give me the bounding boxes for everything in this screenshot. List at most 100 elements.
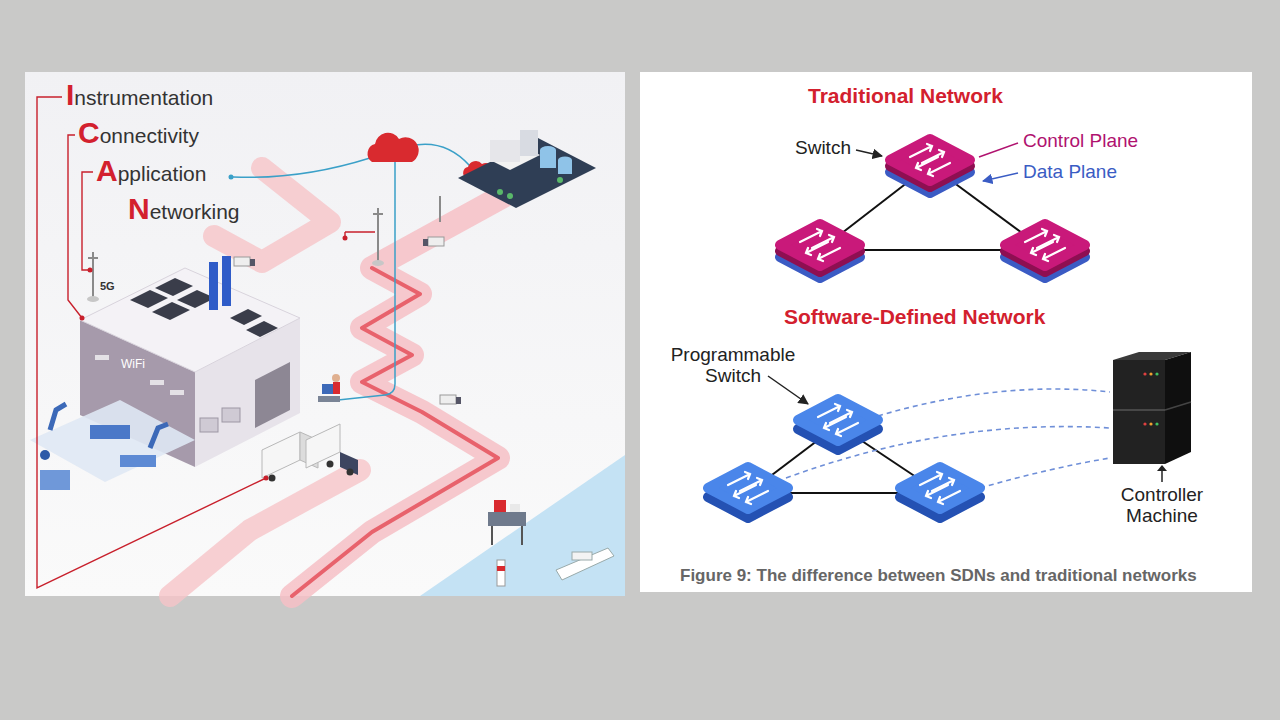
factory [200, 408, 240, 432]
plant [540, 150, 556, 168]
production-line [50, 404, 66, 430]
programmable-switch [900, 467, 980, 518]
cell-towers [377, 208, 379, 262]
data-links [338, 162, 395, 400]
trucks [428, 237, 444, 246]
control-plane-pointer [979, 143, 1018, 157]
trucks [340, 452, 358, 475]
traditional-switch [890, 139, 970, 193]
production-line [40, 450, 50, 460]
trucks [234, 257, 255, 266]
figure-caption: Figure 9: The difference between SDNs an… [680, 566, 1197, 586]
cell-towers [439, 196, 441, 222]
plant [490, 140, 520, 162]
operator [333, 382, 340, 394]
data-links [233, 144, 505, 400]
trucks [234, 257, 250, 266]
programmable-pointer [768, 376, 808, 404]
traditional-switch [1005, 224, 1085, 278]
harbour [510, 504, 520, 512]
factory [255, 362, 290, 428]
server-symbol [1149, 422, 1152, 425]
cell-towers [88, 257, 98, 259]
network-tag: 5G [100, 280, 115, 292]
server-symbol [1113, 409, 1165, 411]
plant [520, 130, 538, 156]
trucks [423, 239, 428, 246]
plant [497, 177, 563, 199]
plant [557, 177, 563, 183]
server-symbol [1165, 352, 1191, 464]
industrial-scene [229, 175, 234, 180]
part-label: Switch [795, 137, 851, 159]
harbour [497, 566, 505, 571]
server-symbol [1149, 372, 1152, 375]
data-links [410, 144, 470, 166]
data-plane-pointer [983, 173, 1018, 181]
trucks [306, 424, 340, 468]
factory [246, 321, 278, 337]
harbour [494, 500, 506, 512]
server-symbol [1143, 372, 1146, 375]
trucks [234, 237, 461, 482]
ican-leaders [37, 97, 375, 588]
server-symbol [1143, 422, 1146, 425]
left-panel [25, 72, 625, 596]
ican-leaders [82, 172, 93, 270]
server-symbol [1165, 402, 1191, 410]
production-line [120, 455, 156, 467]
harbour [556, 548, 614, 580]
factory [230, 309, 262, 325]
industrial-scene [372, 260, 384, 266]
right-panel [640, 72, 1252, 592]
cell-towers [373, 213, 383, 215]
plant [458, 130, 596, 208]
trucks [440, 395, 456, 404]
factory [95, 355, 184, 395]
harbour [491, 526, 493, 545]
harbour [521, 526, 523, 545]
plant [558, 160, 572, 174]
trucks [440, 395, 461, 404]
ican-leaders [345, 232, 375, 238]
control-links [980, 458, 1110, 488]
factory [222, 256, 231, 306]
control-links [878, 389, 1110, 416]
roads [170, 168, 505, 596]
traditional-switch [780, 224, 860, 278]
harbour [488, 500, 614, 586]
factory [170, 390, 184, 395]
production-line [30, 400, 195, 482]
acronym-word: Instrumentation [66, 80, 213, 113]
harbour [488, 512, 526, 526]
switch-pointer [856, 150, 882, 156]
controller-machine: Controller Machine [1105, 352, 1219, 530]
leader-dots [343, 236, 348, 241]
operator [322, 384, 334, 394]
cloud [368, 133, 419, 162]
ican-leaders [37, 97, 266, 588]
ican-leaders [68, 135, 82, 318]
trucks [423, 237, 444, 246]
server-symbol [1113, 360, 1165, 464]
industrial-scene [87, 296, 99, 302]
factory [95, 355, 109, 360]
acronym-word: Networking [128, 194, 240, 227]
operator [318, 374, 340, 402]
leader-dots [80, 316, 85, 321]
leader-dots [88, 268, 93, 273]
trucks [456, 397, 461, 404]
harbour [572, 552, 592, 560]
server-symbol [1157, 465, 1167, 471]
trucks [250, 259, 255, 266]
roads [292, 195, 505, 596]
factory [200, 418, 218, 432]
server-symbol [1155, 372, 1158, 375]
trucks [327, 461, 334, 468]
acronym-word: Application [96, 156, 206, 189]
part-label: Programmable Switch [663, 344, 803, 386]
leader-dots [80, 236, 348, 481]
production-line [40, 470, 70, 490]
network-tag: WiFi [121, 357, 145, 371]
trucks [269, 475, 276, 482]
